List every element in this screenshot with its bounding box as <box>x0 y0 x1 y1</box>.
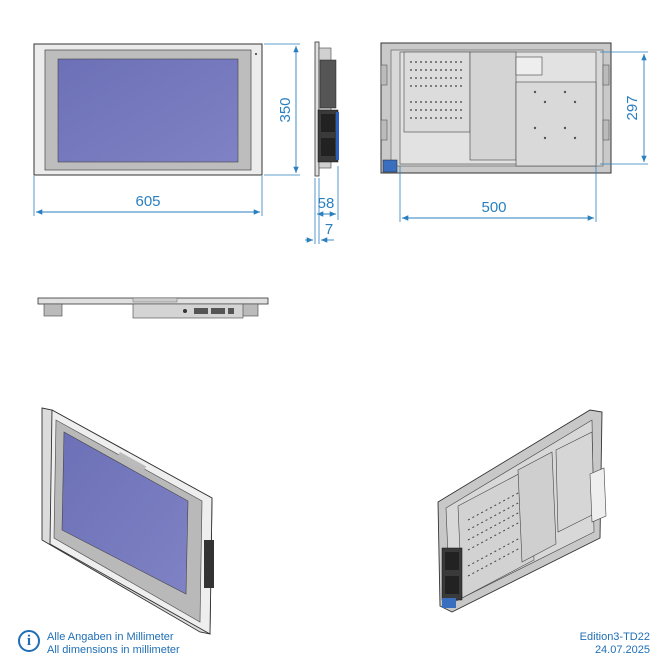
front-width-label: 605 <box>135 193 160 210</box>
side-depth-label: 58 <box>318 195 335 212</box>
side-view <box>314 41 339 177</box>
footer-note: Alle Angaben in Millimeter All dimension… <box>47 631 180 657</box>
side-bezel-label: 7 <box>325 221 333 238</box>
rear-height-dimension: 297 <box>600 51 648 165</box>
perspective-front-view <box>41 407 214 635</box>
front-view <box>33 43 263 176</box>
front-width-dimension: 605 <box>33 176 263 216</box>
side-depth-dimension: 58 7 <box>305 166 339 244</box>
front-height-label: 350 <box>277 97 294 122</box>
bottom-view <box>37 297 269 319</box>
info-icon: i <box>18 630 40 652</box>
rear-width-dimension: 500 <box>399 166 597 222</box>
edition-label: Edition3-TD22 <box>579 631 650 643</box>
footer-edition: Edition3-TD22 24.07.2025 <box>580 631 650 657</box>
note-english: All dimensions in millimeter <box>47 644 180 656</box>
note-german: Alle Angaben in Millimeter <box>47 631 174 643</box>
rear-view <box>380 42 612 174</box>
edition-date: 24.07.2025 <box>594 644 650 656</box>
perspective-rear-view <box>437 409 607 613</box>
rear-height-label: 297 <box>624 95 641 120</box>
rear-width-label: 500 <box>481 199 506 216</box>
front-height-dimension: 350 <box>264 43 300 176</box>
